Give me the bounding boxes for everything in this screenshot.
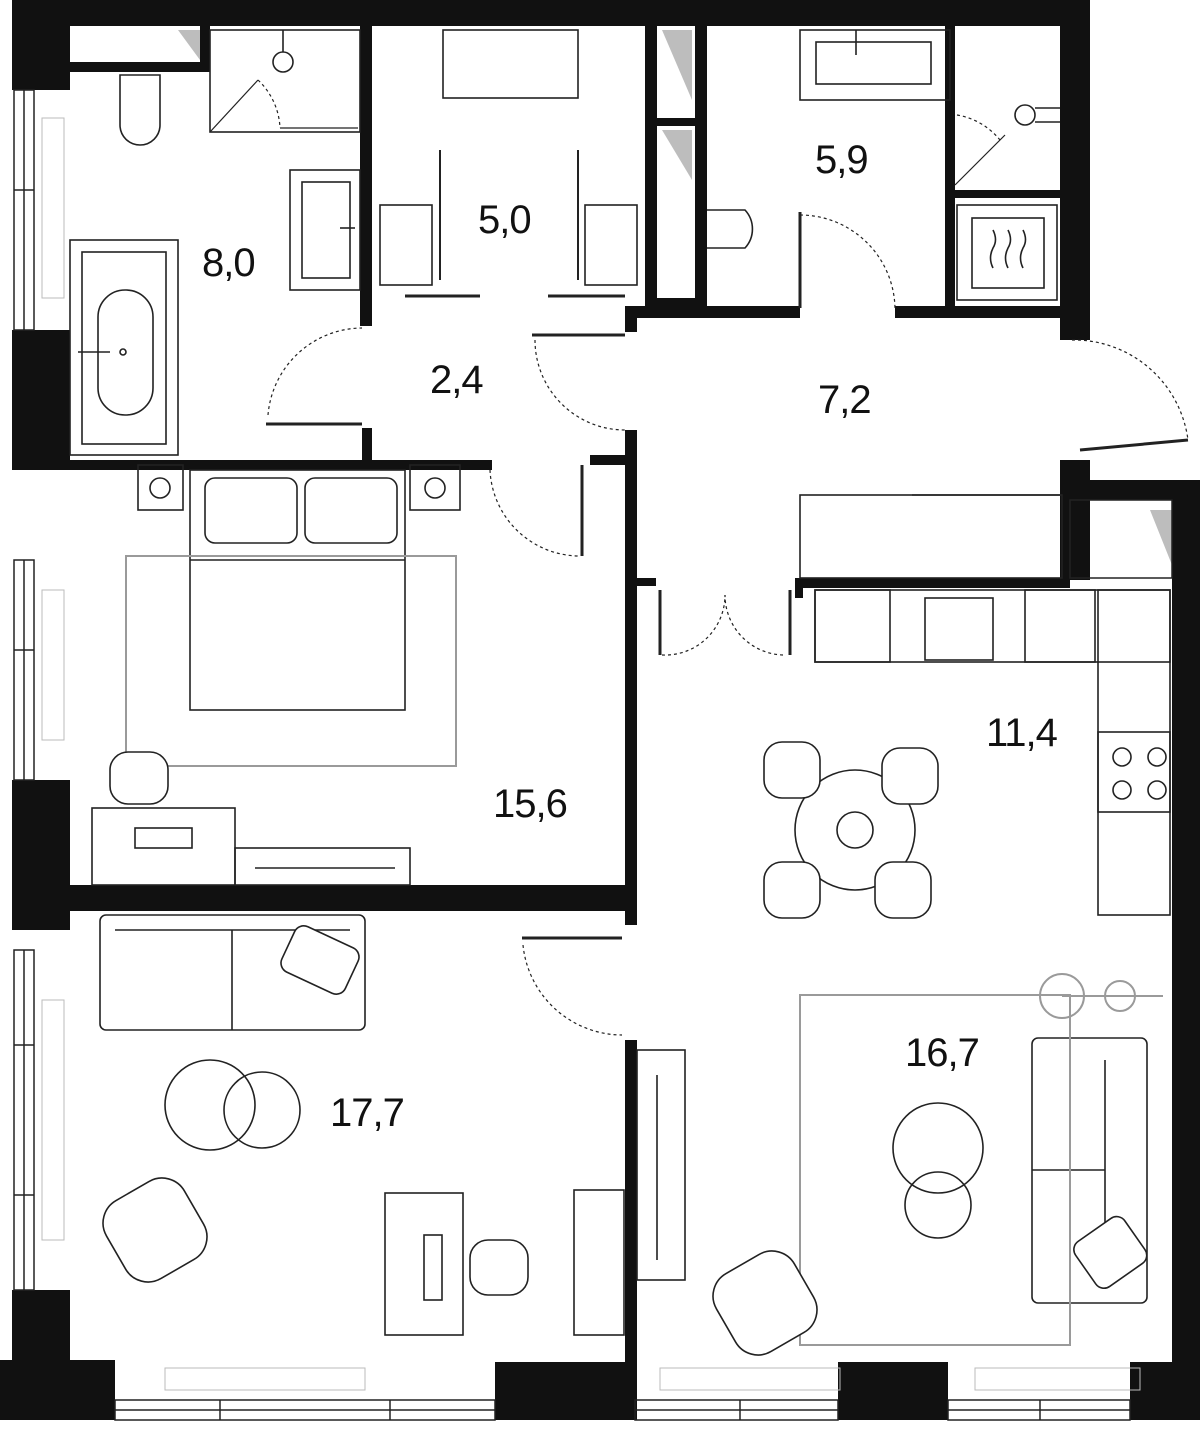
pillows — [204, 477, 1148, 1290]
windows — [13, 89, 1131, 1421]
room-area-kitchen: 11,4 — [986, 711, 1058, 755]
room-area-room-left: 17,7 — [330, 1091, 405, 1135]
chairs — [102, 741, 939, 1356]
rugs — [125, 555, 1163, 1346]
doors — [209, 79, 1189, 1036]
room-area-bathroom-2: 5,9 — [815, 138, 869, 182]
room-area-wardrobe: 5,0 — [478, 198, 532, 242]
room-area-living-room: 16,7 — [905, 1031, 980, 1075]
room-area-corridor: 2,4 — [430, 358, 484, 402]
fixtures — [69, 29, 1171, 1336]
room-area-bedroom: 15,6 — [493, 782, 568, 826]
room-area-bathroom-1: 8,0 — [202, 241, 256, 285]
room-area-hall: 7,2 — [818, 378, 872, 422]
radiators — [41, 117, 1141, 1391]
shaft-outlines — [1069, 499, 1173, 579]
shafts — [178, 30, 1172, 565]
